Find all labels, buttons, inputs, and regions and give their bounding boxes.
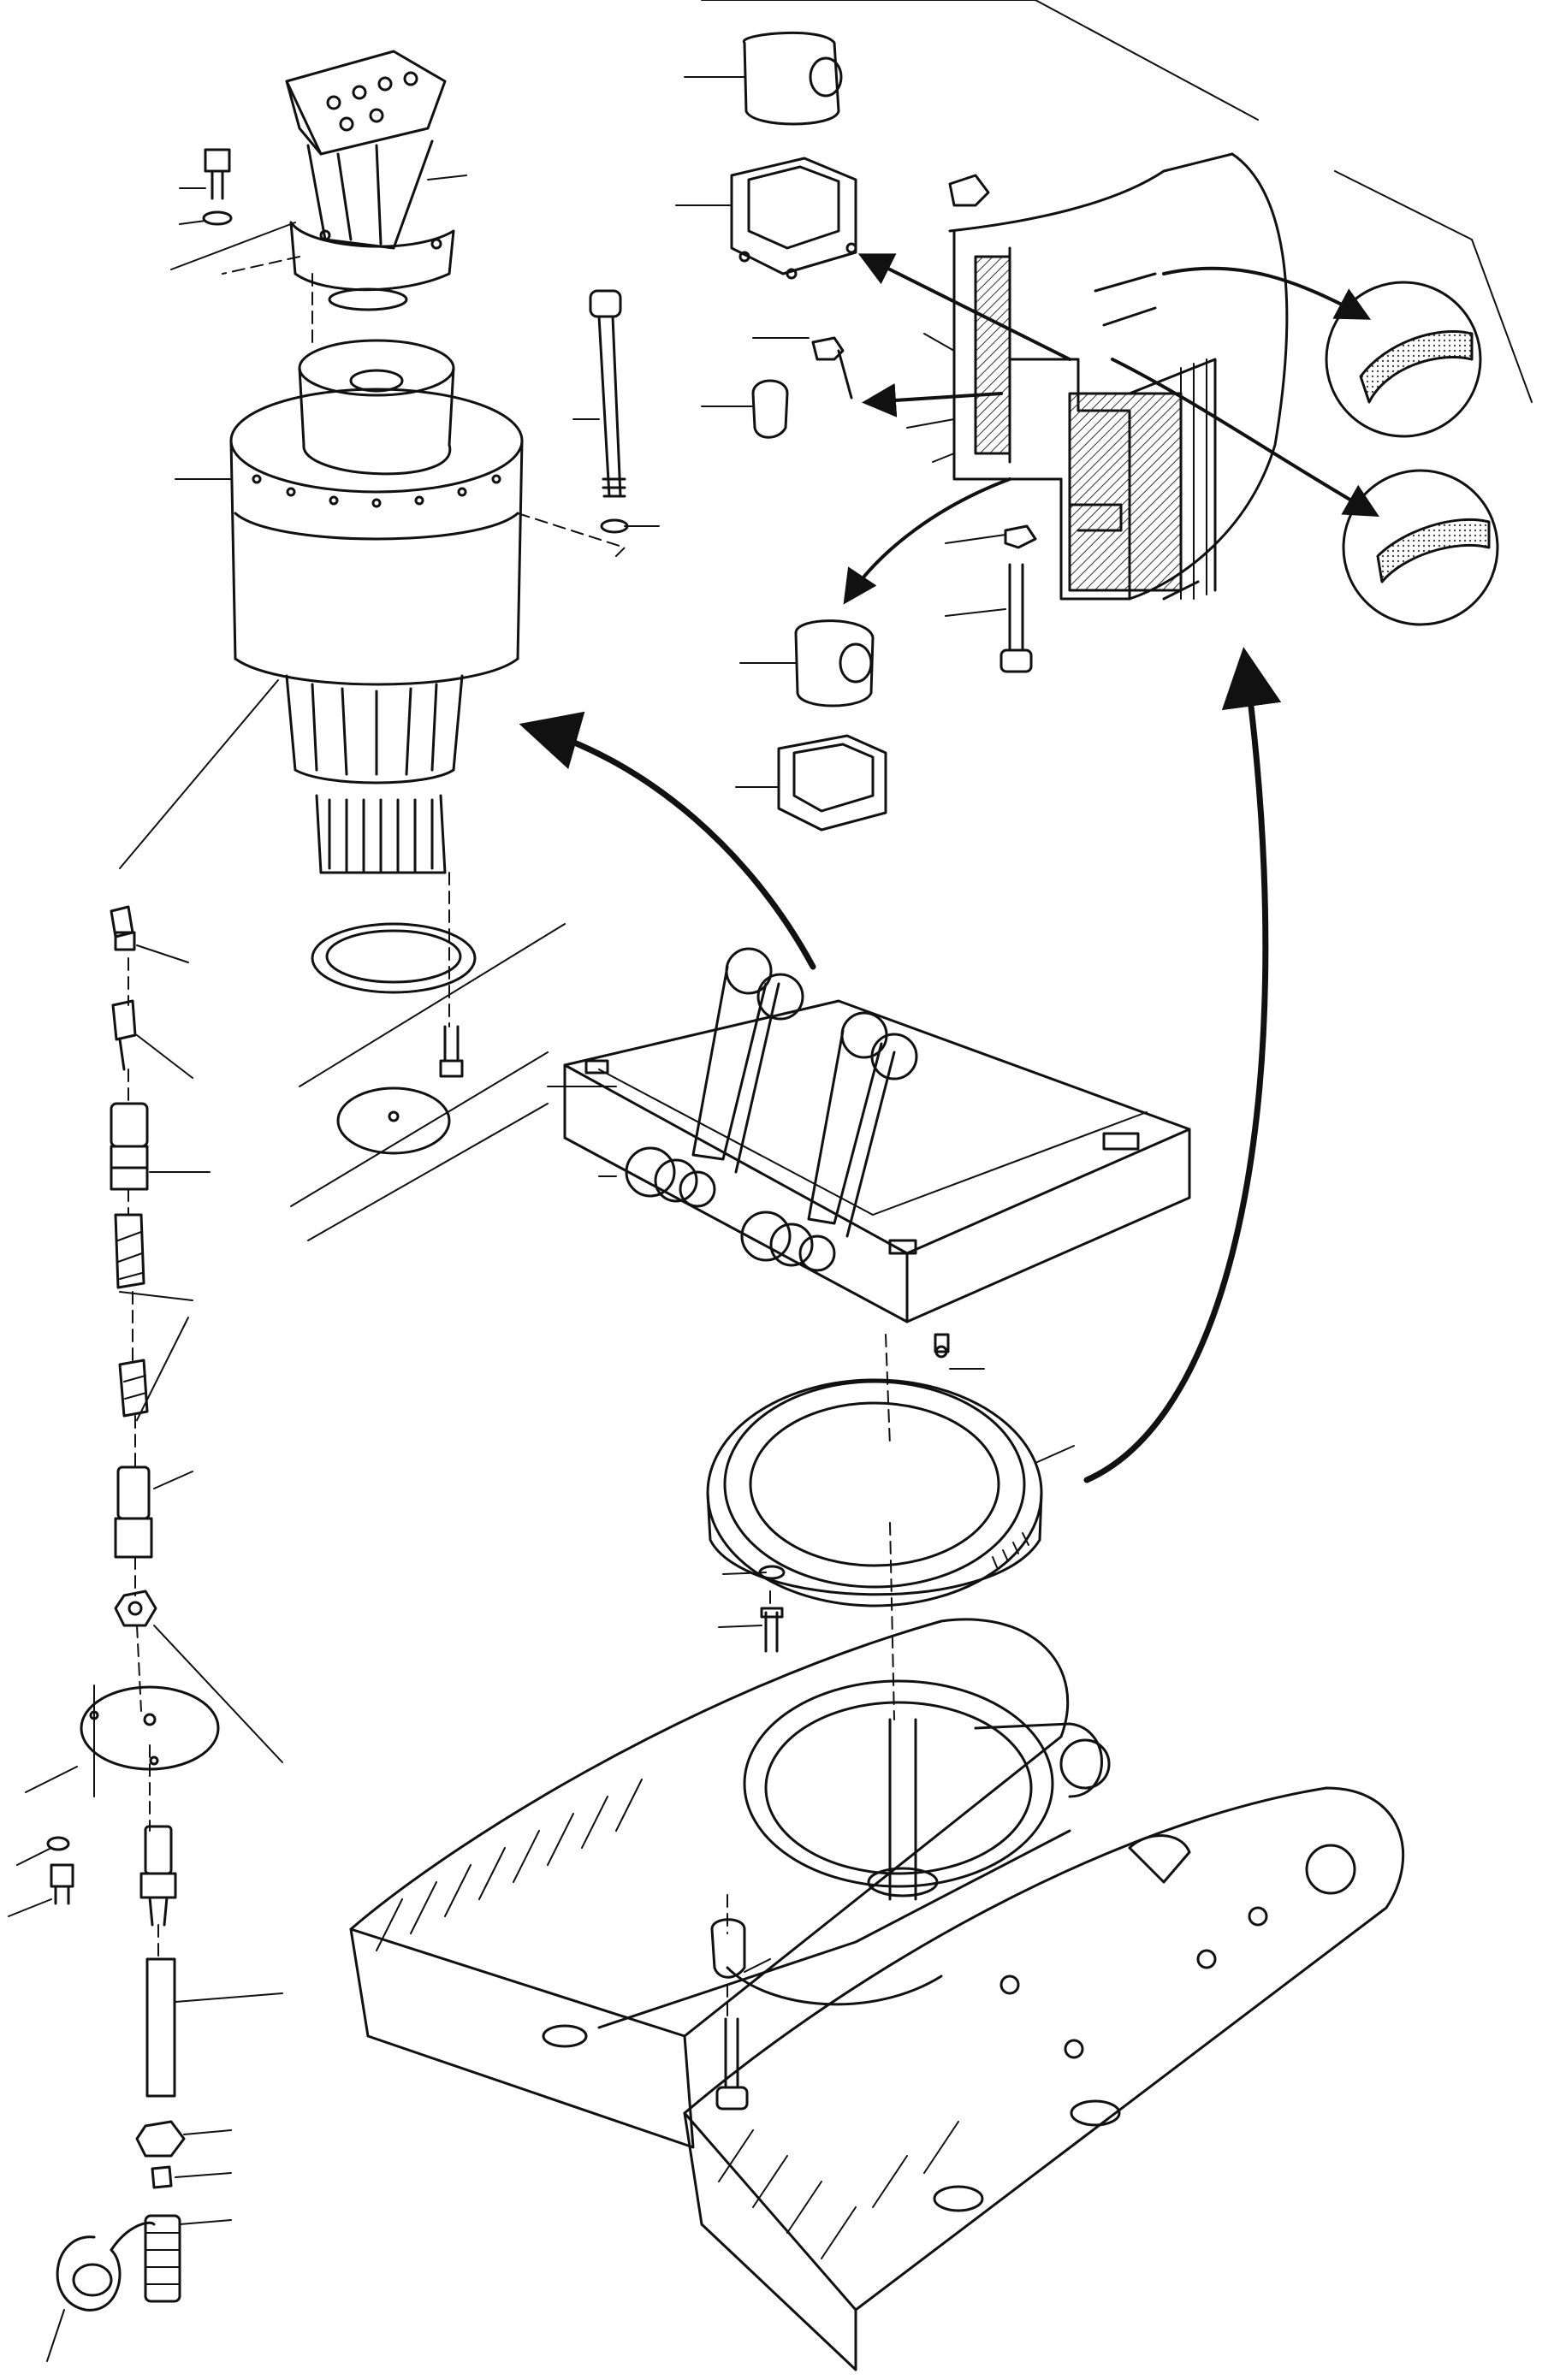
grease-hose	[114, 1213, 145, 1289]
swing-bearing	[706, 1333, 1043, 1607]
bolt	[758, 1565, 786, 1653]
adapter	[110, 1102, 149, 1191]
flow-arrows	[519, 647, 1282, 1483]
nut	[114, 1590, 157, 1627]
plate	[336, 1086, 451, 1155]
grease-fitting	[144, 2214, 181, 2303]
adapter	[114, 1465, 153, 1559]
ring-washer	[311, 922, 477, 994]
cap	[743, 31, 843, 126]
bolt	[439, 1025, 464, 1078]
assembly-lines	[128, 256, 895, 2020]
bolt	[715, 2017, 749, 2111]
bolt	[999, 524, 1037, 673]
bolt	[202, 148, 233, 226]
cap	[730, 157, 857, 280]
cap	[777, 734, 887, 832]
cap	[56, 2221, 156, 2312]
leader-lines	[8, 0, 1533, 2362]
washer	[46, 1836, 70, 1851]
grease-fitting	[948, 174, 990, 207]
cap	[751, 379, 789, 439]
grease-hose	[118, 1359, 149, 1418]
grease-fitting	[111, 999, 137, 1071]
cap	[794, 619, 875, 707]
seal-detail-upper	[1325, 281, 1482, 438]
pipe	[145, 1957, 176, 2098]
adapter	[811, 336, 853, 400]
revolving-frame-mount	[563, 947, 1191, 1323]
detail-arrows	[843, 253, 1379, 605]
adapter	[710, 1918, 746, 1979]
bolt	[50, 1863, 74, 1905]
grease-fitting	[110, 905, 136, 951]
undercarriage	[349, 1618, 1405, 2371]
nut	[135, 2120, 186, 2158]
bearing-detail-section	[948, 152, 1289, 601]
long-bolt	[589, 289, 629, 534]
adapter	[139, 1825, 177, 1927]
swing-motor	[285, 50, 455, 311]
seal-detail-lower	[1342, 469, 1499, 626]
grease-fitting	[151, 2165, 173, 2189]
swing-reduction-gear	[229, 339, 524, 874]
